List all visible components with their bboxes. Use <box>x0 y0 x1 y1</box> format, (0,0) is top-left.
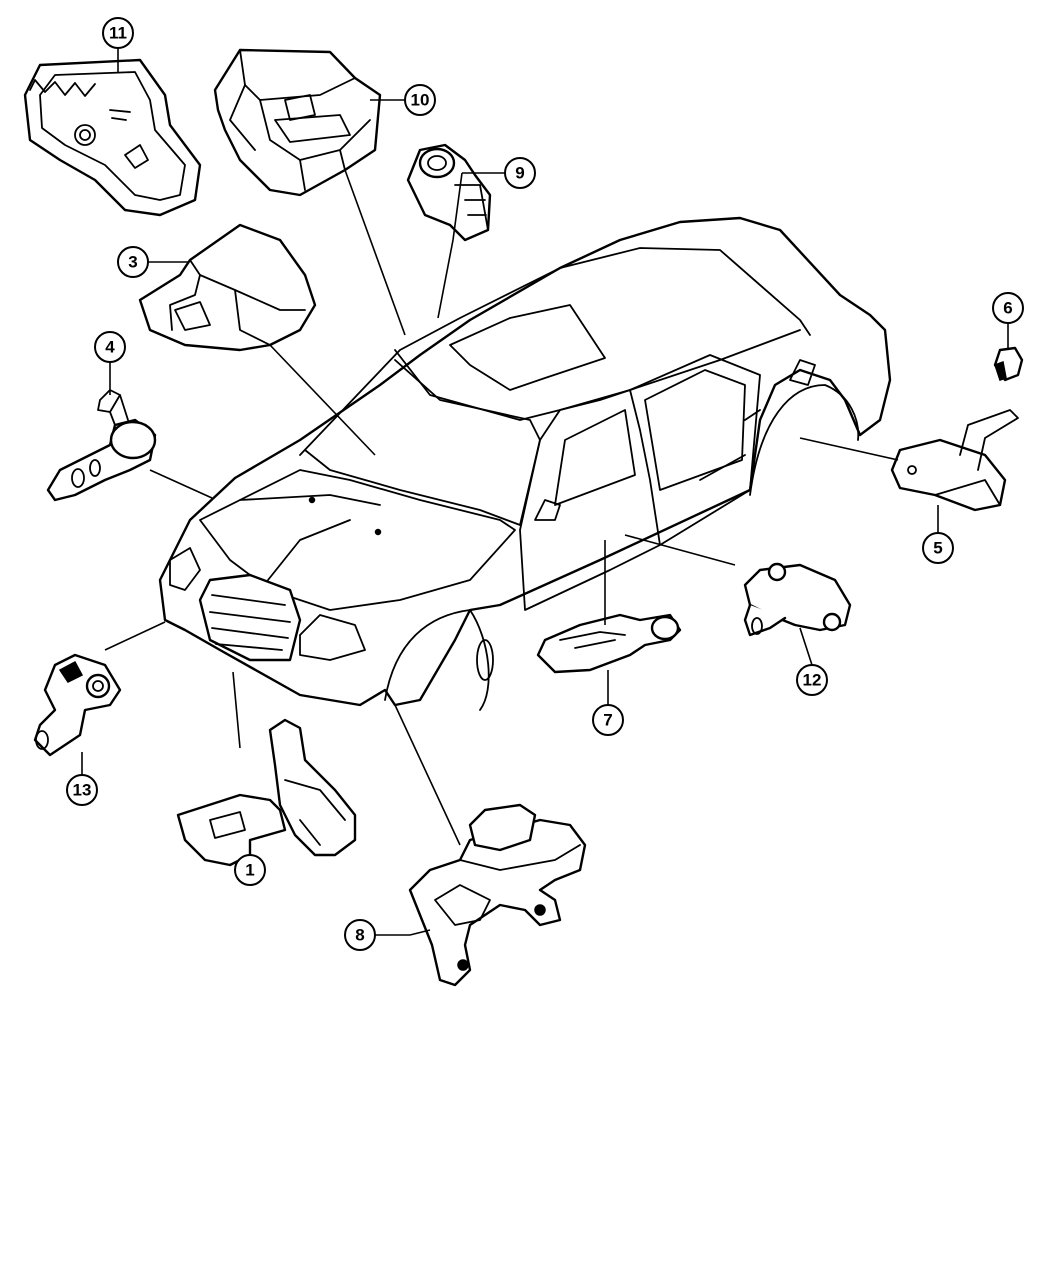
callout-13-label: 13 <box>73 781 92 800</box>
callout-10: 10 <box>404 84 436 116</box>
callout-6: 6 <box>992 292 1024 324</box>
callout-1: 1 <box>234 854 266 886</box>
part-4-sensor <box>46 389 157 502</box>
part-8-sensor-bracket <box>408 803 587 987</box>
part-10-control-module <box>213 48 382 197</box>
callout-3: 3 <box>117 246 149 278</box>
part-7-sensor <box>536 613 682 674</box>
callout-6-label: 6 <box>1003 299 1012 318</box>
part-1-sensor <box>176 718 357 867</box>
callout-3-label: 3 <box>128 253 137 272</box>
callout-9-label: 9 <box>515 164 524 183</box>
part-3-module <box>138 223 317 352</box>
callout-7-label: 7 <box>603 711 612 730</box>
callout-5: 5 <box>922 532 954 564</box>
callout-11-label: 11 <box>109 24 127 43</box>
callout-9: 9 <box>504 157 536 189</box>
callout-10-label: 10 <box>411 91 430 110</box>
vehicle-illustration <box>158 216 892 711</box>
leader-lines <box>81 48 1009 936</box>
callout-4-label: 4 <box>105 338 115 357</box>
callout-1-label: 1 <box>245 861 254 880</box>
callout-13: 13 <box>66 774 98 806</box>
part-12-impact-sensor <box>743 562 852 637</box>
callout-12-label: 12 <box>803 671 822 690</box>
part-11-module-cover <box>23 58 202 217</box>
callout-8: 8 <box>344 919 376 951</box>
callout-8-label: 8 <box>355 926 364 945</box>
part-6-valve-nut <box>993 346 1024 382</box>
part-13-impact-sensor <box>33 653 122 757</box>
callout-4: 4 <box>94 331 126 363</box>
part-5-tire-pressure-sensor <box>890 409 1019 512</box>
callout-5-label: 5 <box>933 539 942 558</box>
callout-7: 7 <box>592 704 624 736</box>
callout-11: 11 <box>102 17 134 49</box>
part-9-sensor <box>406 143 492 242</box>
callout-12: 12 <box>796 664 828 696</box>
